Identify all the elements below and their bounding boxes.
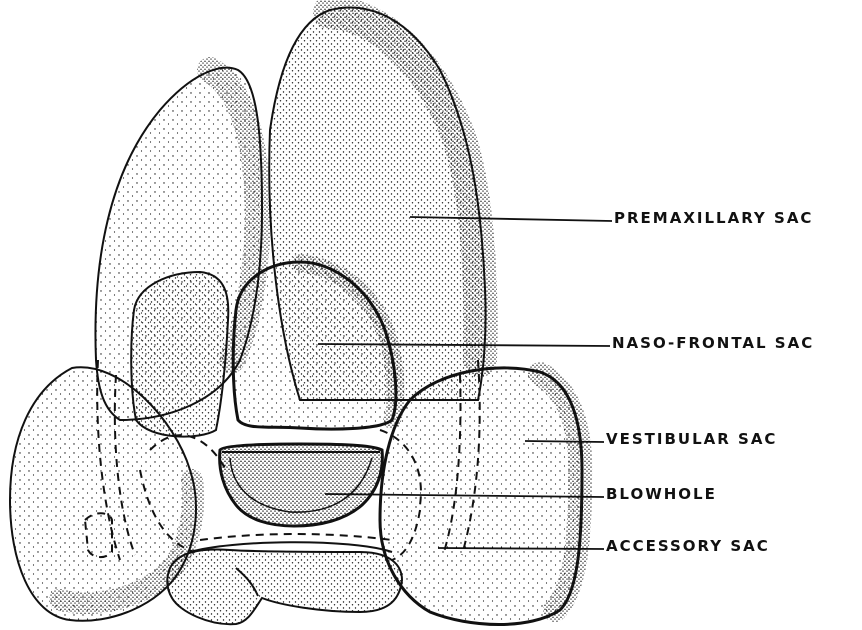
label-naso-frontal-sac: NASO-FRONTAL SAC	[612, 334, 814, 352]
lower-lip	[167, 542, 402, 624]
label-premaxillary-sac: PREMAXILLARY SAC	[614, 209, 813, 227]
leader-vestibular	[525, 441, 604, 442]
leader-accessory	[438, 548, 604, 549]
label-accessory-sac: ACCESSORY SAC	[606, 537, 770, 555]
blowhole	[220, 444, 383, 526]
label-blowhole: BLOWHOLE	[606, 485, 717, 503]
label-vestibular-sac: VESTIBULAR SAC	[606, 430, 777, 448]
